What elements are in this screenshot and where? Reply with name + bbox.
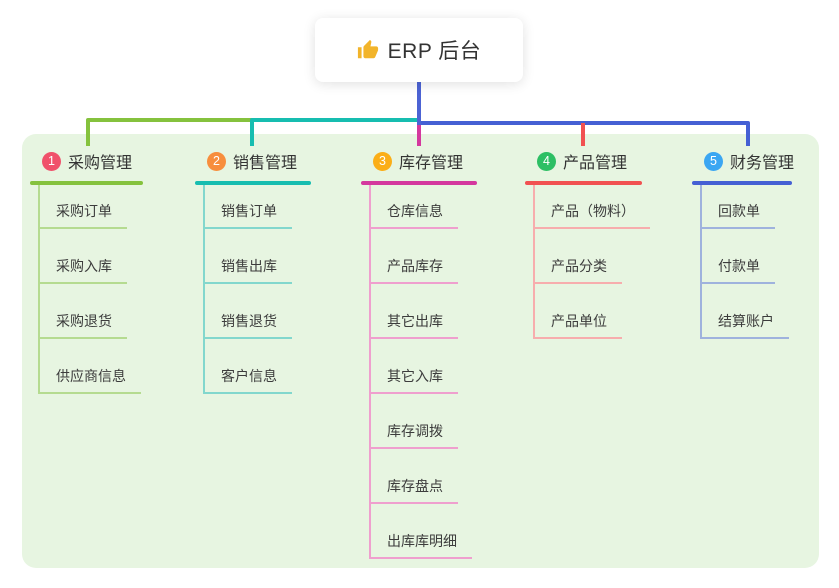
child-node[interactable]: 销售出库 [203,229,292,284]
child-node-label: 采购入库 [38,256,127,284]
branch-header[interactable]: 4 产品管理 [525,147,642,175]
branch-trunk-line [203,185,205,394]
branch-number-badge: 2 [207,151,226,171]
branch-underline [361,181,477,185]
child-node-label: 采购退货 [38,311,127,339]
child-node-label: 产品库存 [369,256,458,284]
root-node[interactable]: ERP 后台 [315,18,523,82]
child-node[interactable]: 出库库明细 [369,504,472,559]
branch-underline [692,181,792,185]
child-node[interactable]: 付款单 [700,229,789,284]
child-node[interactable]: 产品单位 [533,284,650,339]
child-node[interactable]: 产品（物料） [533,174,650,229]
branch-header[interactable]: 3 库存管理 [361,147,477,175]
child-node[interactable]: 其它入库 [369,339,472,394]
branch-children: 采购订单 采购入库 采购退货 供应商信息 [38,174,141,394]
branch-title: 财务管理 [730,155,795,172]
branch-header[interactable]: 1 采购管理 [30,147,143,175]
branch-children: 产品（物料） 产品分类 产品单位 [533,174,650,339]
child-node[interactable]: 供应商信息 [38,339,141,394]
branch-children: 仓库信息 产品库存 其它出库 其它入库 库存调拨 库存盘点 出库库明细 [369,174,472,559]
child-node[interactable]: 库存盘点 [369,449,472,504]
branch-children: 回款单 付款单 结算账户 [700,174,789,339]
branch-title: 库存管理 [399,155,464,172]
child-node-label: 采购订单 [38,201,127,229]
branch-number-badge: 1 [42,151,61,171]
branch-underline [525,181,642,185]
branch-title: 采购管理 [68,155,133,172]
child-node[interactable]: 结算账户 [700,284,789,339]
child-node-label: 仓库信息 [369,201,458,229]
branch-children: 销售订单 销售出库 销售退货 客户信息 [203,174,292,394]
child-node-label: 供应商信息 [38,366,141,394]
child-node[interactable]: 采购订单 [38,174,141,229]
child-node-label: 其它出库 [369,311,458,339]
child-node-label: 产品单位 [533,311,622,339]
branch-trunk-line [38,185,40,394]
child-node[interactable]: 产品库存 [369,229,472,284]
child-node[interactable]: 销售退货 [203,284,292,339]
child-node[interactable]: 其它出库 [369,284,472,339]
branch-underline [195,181,311,185]
child-node[interactable]: 客户信息 [203,339,292,394]
child-node[interactable]: 采购退货 [38,284,141,339]
child-node[interactable]: 采购入库 [38,229,141,284]
child-node[interactable]: 仓库信息 [369,174,472,229]
branch-title: 销售管理 [233,155,298,172]
branches-panel [22,134,819,568]
child-node-label: 库存盘点 [369,476,458,504]
child-node[interactable]: 销售订单 [203,174,292,229]
child-node[interactable]: 库存调拨 [369,394,472,449]
child-node-label: 出库库明细 [369,531,472,559]
child-node[interactable]: 回款单 [700,174,789,229]
branch-number-badge: 3 [373,151,392,171]
branch-number-badge: 5 [704,151,723,171]
child-node[interactable]: 产品分类 [533,229,650,284]
branch-underline [30,181,143,185]
branch-header[interactable]: 2 销售管理 [195,147,311,175]
child-node-label: 回款单 [700,201,775,229]
branch-trunk-line [533,185,535,339]
branch-trunk-line [369,185,371,559]
root-node-label: ERP 后台 [387,40,482,63]
child-node-label: 产品分类 [533,256,622,284]
child-node-label: 客户信息 [203,366,292,394]
branch-trunk-line [700,185,702,339]
branch-header[interactable]: 5 财务管理 [692,147,795,175]
branch-title: 产品管理 [563,155,628,172]
child-node-label: 销售退货 [203,311,292,339]
child-node-label: 库存调拨 [369,421,458,449]
child-node-label: 其它入库 [369,366,458,394]
child-node-label: 产品（物料） [533,201,650,229]
child-node-label: 付款单 [700,256,775,284]
child-node-label: 销售订单 [203,201,292,229]
child-node-label: 销售出库 [203,256,292,284]
child-node-label: 结算账户 [700,311,789,339]
thumbs-up-icon [357,39,378,59]
branch-number-badge: 4 [537,151,556,171]
